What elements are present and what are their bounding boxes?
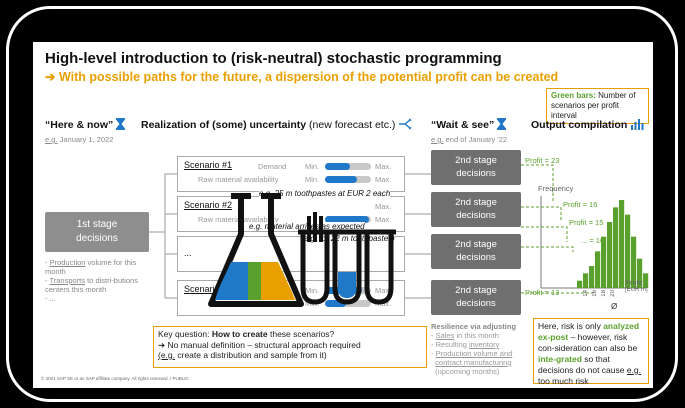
histogram-tick-label: 16 xyxy=(592,290,598,297)
here-now-date: e.g. January 1, 2022 xyxy=(45,135,113,144)
wait-see-date: e.g. end of January '22 xyxy=(431,135,507,144)
min-label: Min. xyxy=(305,286,320,295)
min-label: Min. xyxy=(305,162,320,171)
resilience-note: Resilience via adjusting - Sales in this… xyxy=(431,322,531,376)
raw-material-slider[interactable] xyxy=(325,176,371,183)
histogram-bar xyxy=(583,273,589,288)
histogram-y-label: Frequency xyxy=(538,184,574,193)
green-bars-label: Green bars: xyxy=(551,91,596,100)
scenario-name: Scenario #2 xyxy=(184,200,233,210)
histogram-bar xyxy=(595,251,601,288)
resilience-item: - Resulting inventory xyxy=(431,340,500,349)
key-question-line1: Key question: How to create these scenar… xyxy=(158,329,335,339)
realization-suffix: (new forecast etc.) xyxy=(306,119,396,131)
profit-histogram xyxy=(540,196,649,289)
here-now-label: “Here & now” xyxy=(45,119,114,131)
header-here-now: “Here & now” xyxy=(45,118,126,131)
header-realization: Realization of (some) uncertainty (new f… xyxy=(141,118,414,131)
resilience-item: - Sales in this month xyxy=(431,331,499,340)
stage1-bullet-list: - Production volume for this month - Tra… xyxy=(45,258,145,303)
max-label: Max. xyxy=(375,215,392,224)
profit-label: Profit = 23 xyxy=(525,156,560,165)
stage1-line2: decisions xyxy=(76,233,118,244)
branch-icon xyxy=(399,118,413,130)
wait-see-date-prefix: e.g. xyxy=(431,135,444,144)
raw-material-label: Raw material availability xyxy=(198,175,279,184)
annotation-volume: (e.g. for 22 m toothpastes) xyxy=(301,234,395,243)
histogram-bar xyxy=(589,266,595,288)
histogram-tick-label: 20 xyxy=(610,290,616,297)
histogram-x-label: Profit xyxy=(625,278,643,287)
demand-label: Demand xyxy=(258,162,287,171)
raw-material-slider[interactable] xyxy=(325,216,371,223)
scenario-name: Scenario #n xyxy=(184,284,233,294)
histogram-tick-label: 18 xyxy=(601,290,607,297)
header-output: Output compilation xyxy=(531,118,644,131)
connector-lines xyxy=(149,164,594,299)
histogram-bar xyxy=(643,273,649,288)
profit-label: ... = 16 xyxy=(581,236,605,245)
scenario-name: ... xyxy=(184,248,192,258)
wait-see-label: “Wait & see” xyxy=(431,119,495,131)
risk-note: Here, risk is only analyzed ex-post – ho… xyxy=(533,318,649,386)
resilience-title: Resilience via adjusting xyxy=(431,322,517,331)
hourglass-icon xyxy=(116,118,126,130)
flask-icon xyxy=(208,193,396,307)
profit-label: Profit = 16 xyxy=(563,200,598,209)
histogram-bar xyxy=(607,222,613,288)
slide: High-level introduction to (risk-neutral… xyxy=(33,42,653,388)
here-now-date-prefix: e.g. xyxy=(45,135,58,144)
resilience-item: (upcoming months) xyxy=(435,367,500,376)
histogram-bar xyxy=(625,214,631,288)
key-question-line2: ➔ No manual definition – structural appr… xyxy=(158,339,361,350)
histogram-x-unit: [EUR m] xyxy=(625,287,648,293)
histogram-bar xyxy=(601,236,607,288)
resilience-item: - Production volume and xyxy=(431,349,513,358)
max-label: Max. xyxy=(375,286,392,295)
green-bars-note: Green bars: Number of scenarios per prof… xyxy=(546,88,649,124)
histogram-bar xyxy=(613,207,619,288)
min-label: Min. xyxy=(305,175,320,184)
annotation-demand: e.g. 25 m toothpastes at EUR 2 each xyxy=(259,189,391,198)
resilience-item: contract manufacturing xyxy=(435,358,512,367)
annotation-material: e.g. material arrives as expected xyxy=(249,222,365,231)
max-label: Max. xyxy=(375,202,392,211)
stage1-bullet: - ... xyxy=(45,294,56,303)
histogram-bar xyxy=(637,258,643,288)
histogram-tick-label: 14 xyxy=(583,290,589,297)
stage1-line1: 1st stage xyxy=(76,219,118,230)
key-question-line3: (e.g. create a distribution and sample f… xyxy=(158,350,327,360)
max-label: Max. xyxy=(375,175,392,184)
scenario-card: Scenario #1 Demand Raw material availabi… xyxy=(177,156,405,192)
slide-subtitle: ➔ With possible paths for the future, a … xyxy=(45,70,559,84)
green-bars-text: Number of scenarios per profit interval xyxy=(551,91,636,120)
slide-title: High-level introduction to (risk-neutral… xyxy=(45,50,502,67)
profit-label: Profit = 13 xyxy=(525,288,560,297)
stage1-bullet: - Transports to distri-butions centers t… xyxy=(45,276,138,294)
profit-label: Profit = 15 xyxy=(569,218,604,227)
bar-chart-icon xyxy=(631,119,644,130)
hourglass-icon xyxy=(497,118,507,130)
header-wait-see: “Wait & see” xyxy=(431,118,507,131)
output-label: Output compilation xyxy=(531,119,628,131)
key-question-box: Key question: How to create these scenar… xyxy=(153,326,427,368)
stage1-bullet: - Production volume for this month xyxy=(45,258,137,276)
max-label: Max. xyxy=(375,162,392,171)
histogram-bar xyxy=(631,236,637,288)
histogram-bar xyxy=(619,200,625,288)
wait-see-date-value: end of January '22 xyxy=(443,135,508,144)
scenario-name: Scenario #1 xyxy=(184,160,233,170)
histogram-bar xyxy=(577,280,583,288)
stage1-decisions-box: 1st stage decisions xyxy=(45,212,149,252)
here-now-date-value: January 1, 2022 xyxy=(57,135,114,144)
demand-slider[interactable] xyxy=(325,163,371,170)
realization-label: Realization of (some) uncertainty xyxy=(141,119,307,131)
mean-symbol: Ø xyxy=(611,302,618,311)
footer-copyright: © 2021 SAP SE or an SAP affiliate compan… xyxy=(41,376,189,381)
